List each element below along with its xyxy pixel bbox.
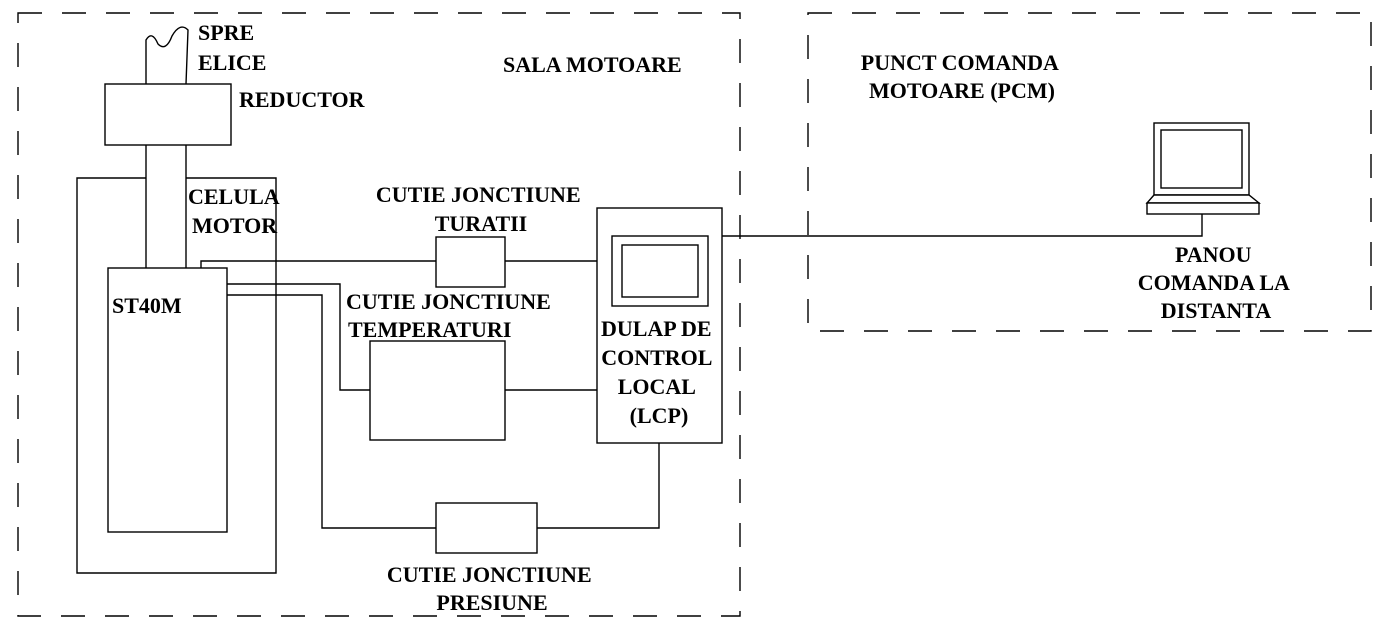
engine-room-zone [17, 12, 741, 617]
laptop-keyboard [1146, 202, 1260, 215]
laptop-screen-outer [1153, 122, 1250, 196]
wire-pressure-lcp [537, 443, 660, 529]
rpm-box [435, 236, 506, 288]
temperature-box-label-line1: CUTIE JONCTIUNE [346, 289, 551, 314]
engine-room-title: SALA MOTOARE [503, 52, 682, 77]
temperature-box-label-line2: TEMPERATURI [348, 317, 511, 342]
lcp-label-line4: (LCP) [630, 403, 689, 428]
rpm-box-label: CUTIE JONCTIUNE TURATII [376, 182, 586, 236]
engine-cell-label: CELULA MOTOR [188, 184, 284, 238]
wire-lcp-remote [722, 214, 1203, 237]
temperature-box-label: CUTIE JONCTIUNE TEMPERATURI [346, 289, 556, 342]
propeller-label: SPRE ELICE [198, 20, 266, 75]
propeller-label-line2: ELICE [198, 50, 266, 75]
pressure-box-label-line1: CUTIE JONCTIUNE [387, 562, 592, 587]
lcp-label-line1: DULAP DE [601, 316, 712, 341]
remote-panel-label-line3: DISTANTA [1161, 298, 1272, 323]
engine-cell-outline [76, 177, 277, 574]
wire-engine-pressure [227, 294, 436, 529]
pressure-box [435, 502, 538, 554]
lcp-label-line3: LOCAL [618, 374, 696, 399]
engine-cell-label-line1: CELULA [188, 184, 280, 209]
lcp-screen-inner [621, 244, 699, 298]
rpm-box-label-line2: TURATII [435, 211, 528, 236]
lcp-label: DULAP DE CONTROL LOCAL (LCP) [601, 316, 717, 428]
wire-engine-temperature [227, 283, 370, 391]
control-station-title: PUNCT COMANDA MOTOARE (PCM) [861, 50, 1063, 103]
engine-box [107, 267, 228, 533]
engine-label: ST40M [112, 293, 182, 318]
remote-panel-label-line2: COMANDA LA [1138, 270, 1290, 295]
laptop-base [1145, 194, 1261, 204]
gearbox-box [104, 83, 232, 146]
wire-engine-rpm [200, 260, 436, 268]
control-station-zone [807, 12, 1372, 332]
propeller-label-line1: SPRE [198, 20, 254, 45]
control-station-title-line1: PUNCT COMANDA [861, 50, 1059, 75]
lcp-screen-outer [611, 235, 709, 307]
laptop-screen-inner [1160, 129, 1243, 189]
propeller-shaft [145, 26, 189, 85]
rpm-box-label-line1: CUTIE JONCTIUNE [376, 182, 581, 207]
remote-panel-label-line1: PANOU [1175, 242, 1252, 267]
temperature-box [369, 340, 506, 441]
pressure-box-label: CUTIE JONCTIUNE PRESIUNE [387, 562, 597, 615]
engine-cell-label-line2: MOTOR [192, 213, 278, 238]
remote-panel-label: PANOU COMANDA LA DISTANTA [1138, 242, 1294, 323]
pressure-box-label-line2: PRESIUNE [436, 590, 547, 615]
gearbox-label: REDUCTOR [239, 87, 366, 112]
control-station-title-line2: MOTOARE (PCM) [869, 78, 1055, 103]
lcp-label-line2: CONTROL [601, 345, 712, 370]
